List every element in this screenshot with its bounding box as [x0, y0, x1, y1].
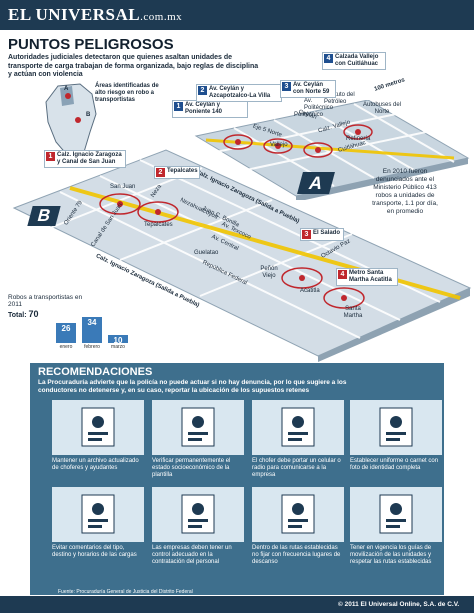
- recommendation-illustration-7: [252, 487, 344, 542]
- zone-b-point-1: [117, 201, 123, 207]
- source-note: Fuente: Procuraduría General de Justicia…: [58, 589, 193, 595]
- zone-b-point-4: [341, 295, 347, 301]
- recommendation-caption-6: Las empresas deben tener un control adec…: [152, 545, 232, 565]
- zone-b-place-tepalcates: Tepalcates: [144, 222, 173, 228]
- zone-a-point-1: [235, 139, 241, 145]
- recommendation-illustration-4: [350, 400, 442, 455]
- copyright: © 2011 El Universal Online, S.A. de C.V.: [338, 601, 460, 608]
- zone-b-place-santa-martha: Santa Martha: [343, 306, 363, 319]
- recommendation-caption-8: Tener en vigencia los guías de movilizac…: [350, 545, 432, 565]
- bar-febrero: 34: [82, 317, 102, 343]
- recommendation-caption-1: Mantener un archivo actualizado de chofe…: [52, 458, 139, 471]
- zone-b-place-acatitla: Acatitla: [300, 288, 320, 294]
- recommendation-illustration-5: [52, 487, 144, 542]
- page-title: PUNTOS PELIGROSOS: [8, 36, 174, 53]
- recommendations-intro: La Procuraduría advierte que la policía …: [38, 379, 347, 394]
- zone-a-place-vallejo: Vallejo: [270, 142, 288, 148]
- zone-a-point-4: [355, 129, 361, 135]
- masthead: [0, 0, 474, 30]
- zone-b-dot: [75, 117, 81, 123]
- mini-map-label-a: A: [64, 86, 69, 92]
- zone-b-place-guelatao: Guelatao: [194, 250, 219, 256]
- recommendation-illustration-6: [152, 487, 244, 542]
- zone-a-map: [194, 100, 470, 200]
- stats-total: Total: 70: [8, 309, 39, 319]
- zone-a-point-3: [315, 147, 321, 153]
- zone-a-street-autobuses: Autobuses del Norte: [362, 102, 402, 115]
- lede-text: Autoridades judiciales detectaron que qu…: [8, 54, 259, 78]
- recommendation-caption-3: El chofer debe portar un celular o radio…: [252, 458, 341, 478]
- recommendation-caption-5: Evitar comentarios del tipo, destino y h…: [52, 545, 137, 558]
- zone-a-scale: 100 metros: [373, 77, 406, 93]
- stats-title: Robos a transportistas en 2011: [8, 294, 83, 308]
- bar-label-febrero: febrero: [84, 344, 100, 350]
- zone-b-marker: B: [27, 206, 61, 226]
- zone-a-point-2: [275, 143, 281, 149]
- zone-a-place-politecnico: Politécnico: [294, 112, 324, 118]
- brand-logo[interactable]: EL UNIVERSAL.com.mx: [8, 5, 183, 24]
- recommendation-caption-4: Establecer uniforme o carnet con foto de…: [350, 458, 439, 471]
- zone-a-street-petroleo: Instituto del Petróleo: [324, 92, 355, 105]
- bar-label-marzo: marzo: [111, 344, 125, 350]
- bar-enero: 26: [56, 323, 76, 343]
- bar-label-enero: enero: [59, 344, 73, 350]
- zone-b-point-3: [299, 275, 305, 281]
- recommendation-illustration-8: [350, 487, 442, 542]
- zone-a-dot: [65, 93, 71, 99]
- zone-b-point-2: [155, 209, 161, 215]
- mini-map-label-b: B: [86, 112, 91, 118]
- mini-map-legend: Áreas identificadas de alto riesgo en ro…: [95, 83, 159, 103]
- recommendation-caption-2: Verificar permanentemente el estado soci…: [152, 458, 231, 478]
- bar-marzo: 10: [108, 335, 128, 345]
- zone-b-place-sanjuan: San Juan: [110, 184, 136, 190]
- recommendation-illustration-2: [152, 400, 244, 455]
- zone-a-place-refineria: Refinería: [346, 136, 371, 142]
- stat-note: En 2010 fueron denunciados ante el Minis…: [372, 168, 438, 215]
- zone-a-street-politecnico: Av. Politécnico: [304, 98, 334, 111]
- recommendations-title: RECOMENDACIONES: [38, 366, 153, 378]
- footer-bar: [0, 596, 474, 613]
- zone-a-route: [205, 138, 455, 160]
- zone-b-place-penon: Peñón Viejo: [260, 266, 278, 279]
- recommendation-illustration-1: [52, 400, 144, 455]
- recommendation-illustration-3: [252, 400, 344, 455]
- recommendation-caption-7: Dentro de las rutas establecidas no fija…: [252, 545, 341, 565]
